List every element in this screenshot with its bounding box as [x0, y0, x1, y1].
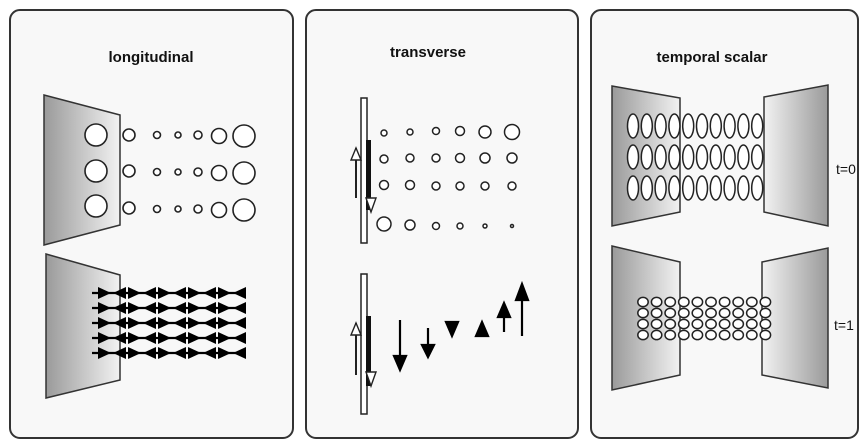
time-label-t0: t=0 — [836, 161, 856, 177]
plate-left-t1 — [611, 245, 681, 391]
particle-grid-t1 — [637, 296, 772, 341]
arrow-row-transverse — [392, 280, 530, 373]
panel-title-longitudinal: longitudinal — [109, 49, 194, 66]
plate-right-t0 — [763, 84, 829, 227]
panel-title-transverse: transverse — [390, 44, 466, 61]
particle-grid-t0 — [626, 113, 764, 201]
time-label-t1: t=1 — [834, 317, 854, 333]
plate-right-t1 — [761, 247, 829, 389]
arrow-field-longitudinal — [92, 287, 246, 359]
particle-rows-longitudinal — [84, 123, 256, 222]
plate-longitudinal-top — [43, 94, 121, 246]
particle-rows-transverse — [376, 123, 521, 232]
panel-transverse — [305, 9, 579, 439]
panel-title-temporal-scalar: temporal scalar — [657, 49, 768, 66]
plate-longitudinal-bottom — [45, 253, 121, 399]
